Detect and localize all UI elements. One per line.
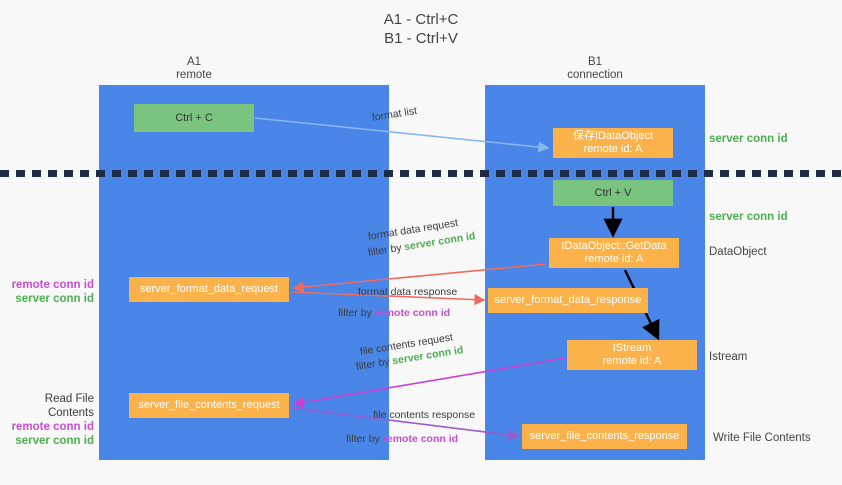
right-label-dataobject: DataObject [709, 246, 767, 258]
right-label-write-file-contents: Write File Contents [713, 432, 811, 444]
box-idataobject-getdata[interactable]: IDataObject::GetData remote id: A [549, 238, 679, 268]
box-server-file-contents-request[interactable]: server_file_contents_request [129, 393, 289, 418]
box-server-file-contents-response[interactable]: server_file_contents_response [522, 424, 687, 449]
left-label-remote-conn-id-2: remote conn id [11, 421, 94, 433]
lane-header-b1: B1 connection [567, 56, 623, 81]
left-label-server-conn-id-2: server conn id [15, 435, 94, 447]
edge-label-file-contents-response: file contents response [373, 409, 476, 421]
lane-header-a1: A1 remote [176, 56, 212, 81]
box-server-format-data-response[interactable]: server_format_data_response [488, 288, 648, 313]
box-ctrl-v[interactable]: Ctrl + V [553, 180, 673, 206]
timeline-divider [0, 170, 842, 177]
right-label-server-conn-id-1: server conn id [709, 133, 788, 145]
box-istream[interactable]: IStream remote id: A [567, 340, 697, 370]
edge-label-format-data-response: format data response [358, 286, 458, 298]
right-label-istream: Istream [709, 351, 748, 363]
left-label-group-file: Read File Contents remote conn id server… [0, 392, 94, 448]
right-label-server-conn-id-2: server conn id [709, 211, 788, 223]
box-ctrl-c[interactable]: Ctrl + C [134, 104, 254, 132]
left-label-read-file-contents: Read File Contents [44, 393, 94, 419]
page-title: A1 - Ctrl+C B1 - Ctrl+V [383, 11, 459, 47]
left-label-group-format: remote conn id server conn id [0, 278, 94, 306]
box-server-format-data-request[interactable]: server_format_data_request [129, 277, 289, 302]
edge-label-file-contents-response-filter: filter by remote conn id [346, 433, 459, 445]
box-idataobject[interactable]: 保存IDataObject remote id: A [553, 128, 673, 158]
left-label-server-conn-id-1: server conn id [15, 293, 94, 305]
edge-label-format-data-response-filter: filter by remote conn id [338, 307, 451, 319]
left-label-remote-conn-id-1: remote conn id [11, 279, 94, 291]
